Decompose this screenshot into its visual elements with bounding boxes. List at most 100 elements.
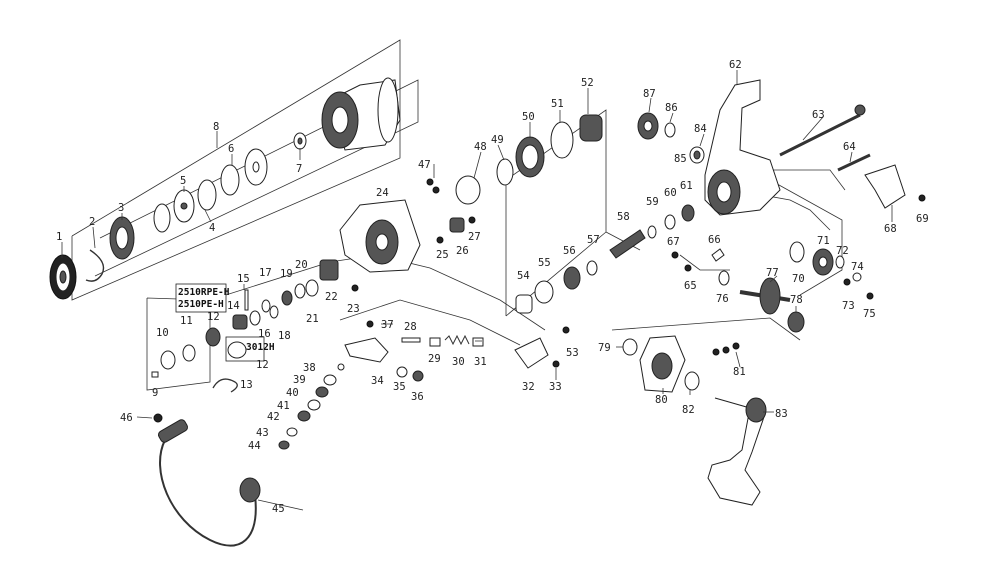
part-41-roller [307,399,321,411]
part-4-drag-washer [153,179,217,233]
part-48-plate [455,175,481,205]
part-label: 6 [228,143,234,155]
part-label: 54 [517,270,530,282]
part-label: 73 [842,300,855,312]
part-22-nut [319,259,339,281]
part-20-washer [294,283,306,299]
part-31-cap [472,337,484,347]
part-26-clamp [449,217,465,233]
part-label: 47 [418,159,431,171]
part-label: 22 [325,291,338,303]
part-44-nut [278,440,290,450]
part-11-washer [182,344,196,362]
part-label: 64 [843,141,856,153]
part-59-washer [647,225,657,239]
part-label: 63 [812,109,825,121]
part-label: 15 [237,273,250,285]
part-label: 35 [393,381,406,393]
part-label: 18 [278,330,291,342]
part-10-washer [160,350,176,370]
part-label: 41 [277,400,290,412]
part-8-spool [321,77,401,151]
part-14-roller [232,314,248,330]
part-35-nut [396,366,408,378]
model-note-box: 2510RPE-H 2510PE-H 3012H [175,283,275,362]
part-label: 5 [180,175,186,187]
part-2-clip [85,249,105,282]
part-80-side-cover [639,335,686,393]
part-67-pin [671,251,679,259]
part-9-pin [151,371,159,378]
part-51-washer [550,121,574,159]
part-label: 17 [259,267,272,279]
part-78-bearing [787,311,805,333]
part-28-pin [401,337,421,343]
part-label: 84 [694,123,707,135]
part-label: 79 [598,342,611,354]
part-16-bushing [249,310,261,326]
model-note-2510rpe: 2510RPE-H [178,287,230,298]
part-label: 1 [56,231,62,243]
model-note-2510pe: 2510PE-H [178,299,224,310]
part-label: 48 [474,141,487,153]
part-label: 85 [674,153,687,165]
part-38-ball [337,363,345,371]
part-76-washer [718,270,730,286]
part-label: 37 [381,319,394,331]
part-label: 12 [207,311,220,323]
part-17-washer [261,299,271,313]
part-label: 52 [581,77,594,89]
part-27-screw [468,216,476,224]
part-49-o-ring [496,158,514,186]
leader-lines [61,70,893,511]
part-6-drag-washer [220,148,268,196]
part-label: 71 [817,235,830,247]
part-81-screw [712,342,740,356]
part-86-washer [664,122,676,138]
part-68-oscillation-slider [864,164,906,209]
part-label: 19 [280,268,293,280]
part-70-washer [789,241,805,263]
part-40-bearing [315,386,329,398]
part-label: 24 [376,187,389,199]
part-87-handle-cap [637,112,659,140]
part-15-screw [244,289,249,311]
part-65-screw [684,264,692,272]
part-62-body [704,79,781,216]
part-label: 50 [522,111,535,123]
part-label: 23 [347,303,360,315]
part-64-rod [837,153,871,172]
part-label: 10 [156,327,169,339]
part-label: 81 [733,366,746,378]
part-69-screw [918,194,926,202]
part-54-sleeve [515,294,533,314]
part-label: 7 [296,163,302,175]
part-5-drag-plate [173,189,195,223]
part-label: 21 [306,313,319,325]
part-label: 82 [682,404,695,416]
part-label: 27 [468,231,481,243]
part-85-collar [693,150,701,160]
part-label: 25 [436,249,449,261]
part-24-rotor [339,199,421,273]
part-label: 67 [667,236,680,248]
part-47-screw [426,178,440,194]
part-29-collar [429,337,441,347]
part-61-bearing [681,204,695,222]
part-label: 38 [303,362,316,374]
part-32-bail-arm [514,337,549,369]
part-label: 30 [452,356,465,368]
part-label: 31 [474,356,487,368]
part-53-screw [562,326,570,334]
part-label: 32 [522,381,535,393]
part-36-screw [412,370,424,382]
part-label: 77 [766,267,779,279]
part-71-gear [812,248,834,276]
part-label: 68 [884,223,897,235]
part-label: 72 [836,245,849,257]
part-58-pinion [609,229,646,259]
part-label: 56 [563,245,576,257]
part-label: 36 [411,391,424,403]
part-42-collar [297,410,311,422]
part-46-screw [153,413,163,423]
